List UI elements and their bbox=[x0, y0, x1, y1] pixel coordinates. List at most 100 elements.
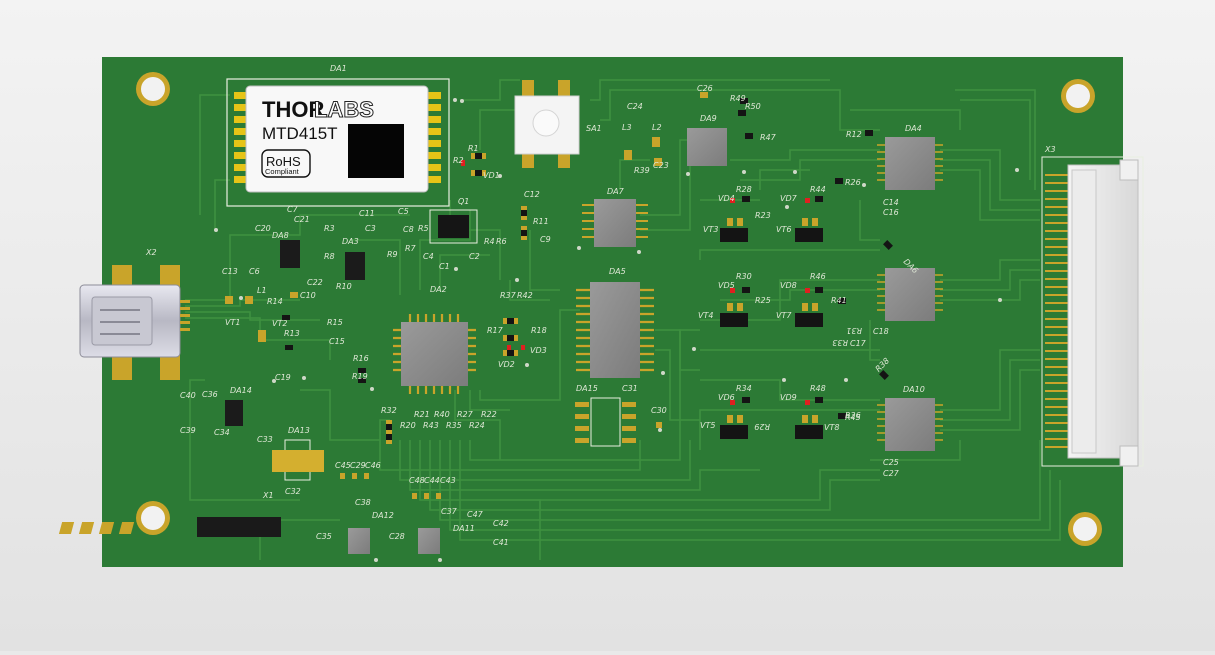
label-r9: R9 bbox=[387, 250, 398, 259]
label-vd9: VD9 bbox=[780, 393, 797, 402]
label-c45: C45 bbox=[335, 461, 351, 470]
label-da13: DA13 bbox=[288, 426, 310, 435]
label-r1: R1 bbox=[468, 144, 479, 153]
label-vt6: VT6 bbox=[776, 225, 791, 234]
usb-connector-x2 bbox=[79, 265, 190, 380]
label-r12: R12 bbox=[846, 130, 862, 139]
designator-da1: DA1 bbox=[330, 64, 347, 73]
label-r13: R13 bbox=[284, 329, 300, 338]
label-vd6: VD6 bbox=[718, 393, 735, 402]
label-c22: C22 bbox=[307, 278, 323, 287]
label-c3: C3 bbox=[365, 224, 376, 233]
label-sa1: SA1 bbox=[586, 124, 602, 133]
label-r16: R16 bbox=[353, 354, 369, 363]
label-r20: R20 bbox=[400, 421, 416, 430]
label-r19: R19 bbox=[352, 372, 368, 381]
label-da2: DA2 bbox=[430, 285, 447, 294]
vias bbox=[214, 98, 1019, 562]
label-r32: R32 bbox=[381, 406, 397, 415]
label-c33: C33 bbox=[257, 435, 273, 444]
label-c46: C46 bbox=[365, 461, 381, 470]
label-r15: R15 bbox=[327, 318, 343, 327]
label-vt4: VT4 bbox=[698, 311, 713, 320]
label-c11: C11 bbox=[359, 209, 375, 218]
label-r21: R21 bbox=[414, 410, 430, 419]
label-r24: R24 bbox=[469, 421, 485, 430]
label-r47: R47 bbox=[760, 133, 777, 142]
label-r28: R28 bbox=[736, 185, 752, 194]
label-r3: R3 bbox=[324, 224, 335, 233]
label-r42: R42 bbox=[517, 291, 533, 300]
label-c12: C12 bbox=[524, 190, 540, 199]
label-c37: C37 bbox=[441, 507, 458, 516]
passive-components bbox=[225, 92, 893, 499]
label-r18: R18 bbox=[531, 326, 547, 335]
label-vd3: VD3 bbox=[530, 346, 547, 355]
label-r10: R10 bbox=[336, 282, 352, 291]
label-c43: C43 bbox=[440, 476, 456, 485]
label-c28: C28 bbox=[389, 532, 405, 541]
label-vd1: VD1 bbox=[483, 171, 500, 180]
label-c5: C5 bbox=[398, 207, 409, 216]
switch-sa1 bbox=[514, 80, 580, 168]
label-x3: X3 bbox=[1044, 145, 1056, 154]
ic-packages bbox=[225, 128, 943, 554]
thorlabs-logo-thor: THOR bbox=[262, 97, 324, 122]
silkscreen-labels: X2 X3 X1 SA1 Q1 DA2 DA3 DA4 DA5 DA6 DA7 … bbox=[145, 84, 1056, 547]
label-c35: C35 bbox=[316, 532, 332, 541]
label-r23: R23 bbox=[755, 211, 771, 220]
label-c34: C34 bbox=[214, 428, 230, 437]
label-r11: R11 bbox=[533, 217, 549, 226]
label-da7: DA7 bbox=[607, 187, 625, 196]
label-c20: C20 bbox=[255, 224, 271, 233]
label-c48: C48 bbox=[409, 476, 425, 485]
label-r17: R17 bbox=[487, 326, 504, 335]
label-r49: R49 bbox=[730, 94, 746, 103]
label-vd2: VD2 bbox=[498, 360, 515, 369]
label-c14: C14 bbox=[883, 198, 899, 207]
label-r26: R26 bbox=[845, 178, 861, 187]
pin-header-x1 bbox=[58, 517, 281, 537]
label-r44: R44 bbox=[810, 185, 826, 194]
label-c15: C15 bbox=[329, 337, 345, 346]
label-r25: R25 bbox=[755, 296, 771, 305]
module-model-label: MTD415T bbox=[262, 124, 338, 143]
label-c4: C4 bbox=[423, 252, 434, 261]
label-c18: C18 bbox=[873, 327, 889, 336]
label-da15: DA15 bbox=[576, 384, 598, 393]
label-c38: C38 bbox=[355, 498, 371, 507]
label-r39: R39 bbox=[634, 166, 650, 175]
label-l1: L1 bbox=[257, 286, 267, 295]
label-da14: DA14 bbox=[230, 386, 252, 395]
label-c8: C8 bbox=[403, 225, 414, 234]
label-r22: R22 bbox=[481, 410, 497, 419]
label-r29: R29 bbox=[754, 422, 770, 431]
label-vd7: VD7 bbox=[780, 194, 798, 203]
label-c17: C17 bbox=[850, 339, 867, 348]
label-vt3: VT3 bbox=[703, 225, 718, 234]
transistor-q1 bbox=[438, 215, 469, 238]
label-r37: R37 bbox=[500, 291, 517, 300]
label-vd8: VD8 bbox=[780, 281, 797, 290]
label-r50: R50 bbox=[745, 102, 761, 111]
label-vt1: VT1 bbox=[225, 318, 240, 327]
label-c31: C31 bbox=[622, 384, 638, 393]
label-da8: DA8 bbox=[272, 231, 289, 240]
label-da11: DA11 bbox=[453, 524, 475, 533]
label-c24: C24 bbox=[627, 102, 643, 111]
label-vd4: VD4 bbox=[718, 194, 735, 203]
rohs-compliant-label: Compliant bbox=[265, 167, 300, 176]
label-r7: R7 bbox=[405, 244, 417, 253]
label-c13: C13 bbox=[222, 267, 238, 276]
label-c1: C1 bbox=[439, 262, 450, 271]
label-da12: DA12 bbox=[372, 511, 394, 520]
q1-outline bbox=[429, 209, 478, 244]
label-r48: R48 bbox=[810, 384, 826, 393]
label-c7: C7 bbox=[287, 205, 299, 214]
label-c29: C29 bbox=[350, 461, 366, 470]
label-r33: R33 bbox=[832, 338, 848, 347]
label-c25: C25 bbox=[883, 458, 899, 467]
label-r34: R34 bbox=[736, 384, 752, 393]
